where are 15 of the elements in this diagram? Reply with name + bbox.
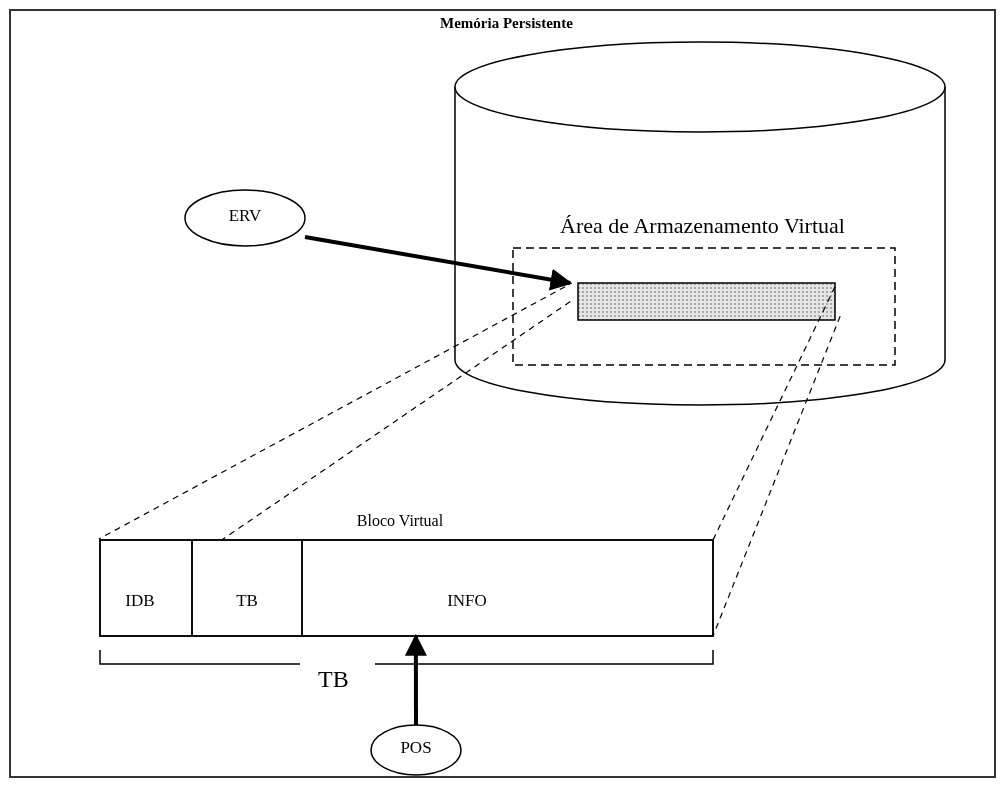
block-title: Bloco Virtual	[356, 512, 444, 530]
field-label: IDB	[125, 592, 155, 611]
dashed-line	[221, 300, 571, 541]
arrow	[304, 235, 573, 291]
field-label: INFO	[447, 592, 487, 611]
arrow	[404, 633, 427, 725]
dashed-line	[98, 286, 566, 540]
dashed-line	[712, 286, 836, 541]
bracket-label: TB	[318, 666, 349, 693]
node-label: ERV	[228, 207, 262, 226]
dashed-line	[712, 315, 841, 637]
node-label: POS	[400, 739, 432, 758]
field-label: TB	[236, 592, 258, 611]
cylinder-title: Memória Persistente	[440, 15, 573, 32]
region-title: Área de Armazenamento Virtual	[560, 214, 845, 239]
